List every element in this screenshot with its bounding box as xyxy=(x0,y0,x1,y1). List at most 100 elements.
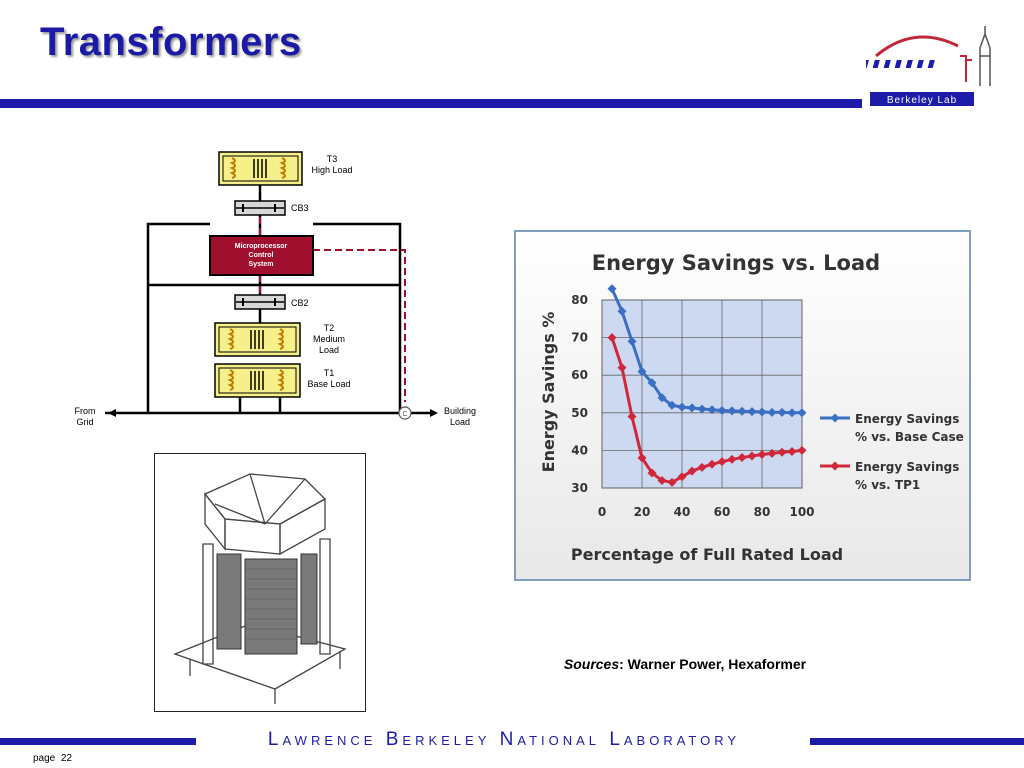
footer-lab-name: Lawrence Berkeley National Laboratory xyxy=(267,729,741,750)
y-tick-labels: 30 40 50 60 70 80 xyxy=(571,293,588,495)
t1-label: T1 xyxy=(324,368,335,378)
logo-tower xyxy=(979,26,991,86)
x-tick-label: 20 xyxy=(634,505,651,519)
data-point xyxy=(757,450,767,460)
y-tick-label: 40 xyxy=(571,443,588,457)
y-tick-label: 30 xyxy=(571,481,588,495)
sources-label: Sources xyxy=(563,656,620,672)
arrow-from-grid xyxy=(108,409,116,417)
data-point xyxy=(617,363,627,373)
plot-area xyxy=(601,299,803,489)
data-point xyxy=(637,453,647,463)
data-point xyxy=(617,306,627,316)
data-point xyxy=(767,448,777,458)
t2-sublabel-1: Medium xyxy=(313,334,345,344)
cb2-label: CB2 xyxy=(291,298,309,308)
transformer-t1 xyxy=(214,363,301,398)
berkeley-lab-logo: Berkeley Lab xyxy=(866,26,991,106)
from-grid-label-1: From xyxy=(75,406,96,416)
micro-line-2: Control xyxy=(249,252,274,259)
data-point xyxy=(607,284,617,294)
slide-title: Transformers xyxy=(40,20,302,64)
data-point xyxy=(657,475,667,485)
logo-columns xyxy=(866,60,935,68)
data-point xyxy=(677,472,687,482)
data-point xyxy=(697,404,707,414)
data-point xyxy=(727,454,737,464)
t2-sublabel-2: Load xyxy=(319,345,339,355)
page-label: page xyxy=(33,753,56,764)
data-point xyxy=(737,453,747,463)
data-point xyxy=(637,366,647,376)
data-point xyxy=(707,405,717,415)
legend-label: Energy Savings xyxy=(855,412,959,426)
bus-lines xyxy=(105,185,435,415)
from-grid-label-2: Grid xyxy=(76,417,93,427)
data-point xyxy=(757,407,767,417)
data-point xyxy=(657,393,667,403)
logo-building xyxy=(960,55,972,82)
data-point xyxy=(797,445,807,455)
logo-arc xyxy=(875,35,959,58)
t2-label: T2 xyxy=(324,323,335,333)
data-point xyxy=(797,408,807,418)
data-point xyxy=(747,451,757,461)
building-load-label-1: Building xyxy=(444,406,476,416)
t3-label: T3 xyxy=(327,154,338,164)
breaker-cb3 xyxy=(234,200,286,216)
data-point xyxy=(687,466,697,476)
data-point xyxy=(667,477,677,487)
arrow-to-building xyxy=(430,409,438,417)
data-point xyxy=(627,412,637,422)
data-point xyxy=(787,447,797,457)
y-tick-label: 70 xyxy=(571,331,588,345)
current-sensor xyxy=(398,406,412,420)
data-point xyxy=(707,459,717,469)
data-point xyxy=(687,403,697,413)
legend-label: % vs. Base Case xyxy=(855,430,964,444)
micro-line-1: Microprocessor xyxy=(235,243,288,250)
data-point xyxy=(727,406,737,416)
transformer-one-line-diagram: C T3 High Load CB3 Microprocessor Contro… xyxy=(75,151,476,427)
legend-marker-1 xyxy=(830,413,840,423)
y-tick-label: 50 xyxy=(571,406,588,420)
chart-ylabel: Energy Savings % xyxy=(539,312,558,473)
sources-note: Sources: Warner Power, Hexaformer xyxy=(560,655,810,674)
hexaformer-drawing xyxy=(173,473,347,704)
data-point xyxy=(787,408,797,418)
page-number: page 22 xyxy=(33,753,72,764)
data-point xyxy=(737,406,747,416)
footer-rule-left xyxy=(0,738,196,745)
energy-savings-chart: Energy Savings vs. Load Percentage of Fu… xyxy=(514,230,971,581)
x-tick-label: 80 xyxy=(754,505,771,519)
chart-xlabel: Percentage of Full Rated Load xyxy=(571,545,843,564)
data-point xyxy=(767,407,777,417)
x-tick-label: 40 xyxy=(674,505,691,519)
data-point xyxy=(607,333,617,343)
data-point xyxy=(717,457,727,467)
x-tick-label: 0 xyxy=(598,505,606,519)
sources-text: : Warner Power, Hexaformer xyxy=(619,656,807,672)
data-point xyxy=(777,447,787,457)
cb3-label: CB3 xyxy=(291,203,309,213)
page-number-value: 22 xyxy=(60,753,72,764)
legend-label: Energy Savings xyxy=(855,460,959,474)
building-load-label-2: Load xyxy=(450,417,470,427)
data-point xyxy=(667,400,677,410)
transformer-t2 xyxy=(214,322,301,357)
micro-line-3: System xyxy=(249,261,274,268)
x-tick-labels: 0 20 40 60 80 100 xyxy=(598,505,815,519)
x-tick-label: 100 xyxy=(789,505,814,519)
chart-series xyxy=(607,284,807,487)
y-tick-label: 60 xyxy=(571,368,588,382)
x-tick-label: 60 xyxy=(714,505,731,519)
data-point xyxy=(777,407,787,417)
y-tick-label: 80 xyxy=(571,293,588,307)
data-point xyxy=(647,378,657,388)
data-point xyxy=(697,462,707,472)
data-point xyxy=(677,402,687,412)
t1-sublabel: Base Load xyxy=(307,379,350,389)
data-point xyxy=(627,336,637,346)
legend-marker-2 xyxy=(830,461,840,471)
logo-text: Berkeley Lab xyxy=(887,95,957,106)
